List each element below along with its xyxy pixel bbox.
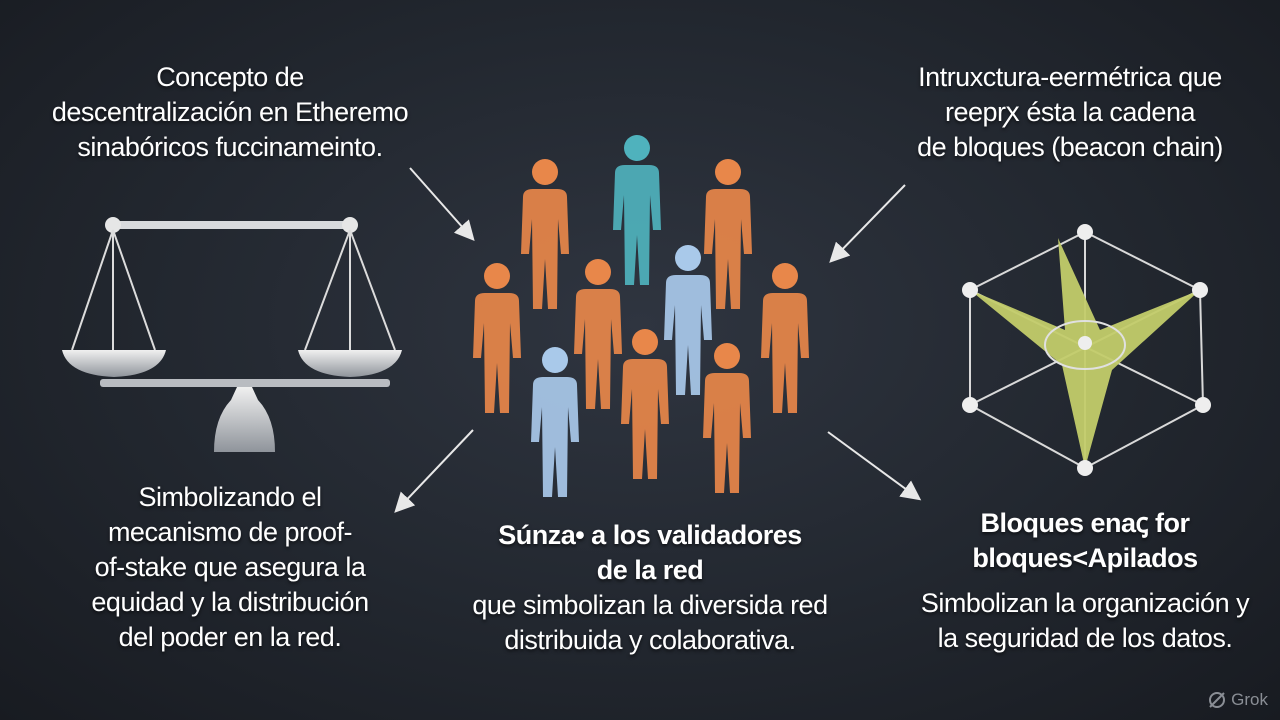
bottom-center-caption: Súnza• a los validadores de la red que s… [450, 518, 850, 658]
caption-title: Súnza• a los validadores [498, 520, 802, 550]
person-icon [473, 263, 521, 413]
person-icon [761, 263, 809, 413]
person-icon [574, 259, 622, 409]
person-icon [521, 159, 569, 309]
caption-title: de la red [596, 555, 704, 585]
grok-watermark: Grok [1207, 690, 1268, 710]
caption-line: reeprꭗ ésta la cadena [945, 97, 1195, 127]
caption-line: sinabóricos fuccinameinto. [77, 132, 383, 162]
arrows [394, 167, 922, 513]
caption-line: of-stake que asegura la [94, 552, 366, 582]
caption-line: Simbolizando el [138, 482, 322, 512]
top-left-caption: Concepto de descentralización en Etherem… [30, 60, 430, 165]
balance-scale-icon [62, 217, 402, 452]
arrow-top-left [409, 167, 475, 241]
caption-line: distribuida y colaborativa. [504, 625, 796, 655]
person-icon [703, 343, 751, 493]
person-icon [664, 245, 712, 395]
grok-logo-icon [1209, 692, 1226, 708]
top-right-caption: Intruxctura-eermétrica que reeprꭗ ésta l… [880, 60, 1260, 165]
arrow-top-right [829, 184, 906, 263]
person-icon [704, 159, 752, 309]
arrow-bottom-left [394, 429, 474, 513]
caption-title: Bloques enaꞔ for [980, 508, 1191, 538]
watermark-label: Grok [1231, 690, 1268, 709]
validators-group [473, 135, 809, 497]
caption-line: equidad y la distribución [91, 587, 369, 617]
bottom-left-caption: Simbolizando el mecanismo de proof- of-s… [40, 480, 420, 655]
hexagon-network-icon [962, 224, 1211, 476]
caption-line: Intruxctura-eermétrica que [918, 62, 1222, 92]
person-icon [531, 347, 579, 497]
caption-line: Concepto de [156, 62, 304, 92]
caption-line: Simbolizan la organización y [920, 588, 1250, 618]
caption-line: de bloques (beacon chain) [917, 132, 1223, 162]
bottom-right-caption: Bloques enaꞔ for bloques<Apilados Simbol… [890, 506, 1280, 656]
caption-line: mecanismo de proof- [107, 517, 353, 547]
person-icon [621, 329, 669, 479]
caption-line: del poder en la red. [118, 622, 342, 652]
caption-line: la seguridad de los datos. [937, 623, 1233, 653]
caption-title: bloques<Apilados [972, 543, 1198, 573]
caption-line: que simbolizan la diversida red [472, 590, 828, 620]
person-icon [613, 135, 661, 285]
arrow-bottom-right [827, 431, 922, 501]
caption-line: descentralización en Etheremo [51, 97, 409, 127]
